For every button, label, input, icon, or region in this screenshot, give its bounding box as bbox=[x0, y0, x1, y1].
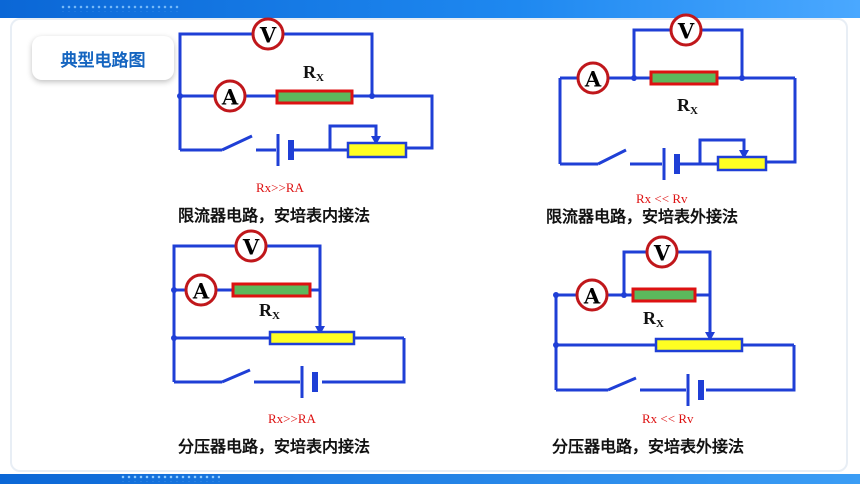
c3-switch bbox=[221, 368, 251, 384]
c3-caption: 分压器电路，安培表内接法 bbox=[178, 437, 370, 456]
c3-junction-rheo bbox=[171, 335, 177, 341]
title-badge: 典型电路图 bbox=[32, 36, 174, 80]
c1-ammeter bbox=[213, 79, 247, 113]
c2-rheostat bbox=[716, 155, 768, 172]
c1-ammeter-label: A bbox=[221, 85, 239, 110]
c1-condition: Rx>>RA bbox=[256, 180, 305, 195]
c4-caption: 分压器电路，安培表外接法 bbox=[552, 437, 744, 456]
footer-dot-pattern bbox=[120, 474, 220, 482]
c3-resistor-rx bbox=[231, 282, 312, 298]
c2-junction-right bbox=[739, 75, 745, 81]
c3-ammeter-label: A bbox=[192, 279, 210, 304]
footer-bar bbox=[0, 474, 860, 484]
c1-wire-right bbox=[372, 94, 434, 150]
header-dot-pattern bbox=[60, 4, 180, 12]
c4-ammeter bbox=[575, 278, 609, 312]
c4-slider-arrow bbox=[705, 332, 715, 341]
c2-ammeter-label: A bbox=[584, 67, 602, 92]
c4-voltmeter-label: V bbox=[653, 241, 671, 266]
c1-caption: 限流器电路，安培表内接法 bbox=[178, 206, 370, 225]
c3-junction-left bbox=[171, 287, 177, 293]
c2-resistor-rx bbox=[649, 70, 719, 86]
c4-condition: Rx << Rv bbox=[642, 411, 694, 426]
circuit-divider-external: V A RX Rx << Rv 分压器电路，安培表外接法 bbox=[552, 235, 796, 456]
title-badge-label: 典型电路图 bbox=[60, 50, 146, 71]
c1-rx-label: RX bbox=[303, 62, 324, 84]
c2-slider-arrow bbox=[739, 150, 749, 159]
c4-voltmeter bbox=[645, 235, 679, 269]
c4-junction-rheo bbox=[553, 342, 559, 348]
c4-switch bbox=[607, 376, 637, 392]
content-frame bbox=[10, 18, 848, 472]
c4-resistor-rx bbox=[631, 287, 697, 303]
c2-ammeter bbox=[576, 61, 610, 95]
c2-caption: 限流器电路，安培表外接法 bbox=[546, 207, 738, 226]
c1-rheostat bbox=[346, 141, 408, 159]
c1-junction-right bbox=[369, 93, 375, 99]
c4-rheostat bbox=[654, 337, 744, 353]
c3-voltmeter-label: V bbox=[242, 235, 260, 260]
c1-junction-left bbox=[177, 93, 183, 99]
c2-voltmeter bbox=[669, 13, 703, 47]
c2-condition: Rx << Rv bbox=[636, 191, 688, 206]
c1-switch bbox=[221, 134, 253, 152]
circuit-divider-internal: V A RX Rx>>RA 分压器电路，安培表内接法 bbox=[171, 229, 406, 456]
c1-voltmeter bbox=[251, 17, 285, 51]
c2-slider-wire bbox=[698, 138, 746, 164]
c4-wire-right bbox=[706, 345, 796, 392]
c2-junction-left bbox=[631, 75, 637, 81]
c4-junction-left bbox=[553, 292, 559, 298]
c3-ammeter bbox=[184, 273, 218, 307]
c1-slider-arrow bbox=[371, 136, 381, 145]
c3-condition: Rx>>RA bbox=[268, 411, 317, 426]
c3-slider-arrow bbox=[315, 326, 325, 335]
c4-rx-label: RX bbox=[643, 308, 664, 330]
c2-wire-right bbox=[766, 78, 797, 164]
c3-voltmeter bbox=[234, 229, 268, 263]
c3-wire-right bbox=[322, 338, 406, 384]
c1-voltmeter-label: V bbox=[259, 23, 277, 48]
circuit-limiter-internal: V A RX Rx>>RA 限流器电路，安培表内接法 bbox=[177, 17, 434, 225]
c1-resistor-rx bbox=[275, 89, 354, 105]
c3-rheostat bbox=[268, 330, 356, 346]
c2-rx-label: RX bbox=[677, 95, 698, 117]
c1-slider-wire bbox=[328, 124, 378, 150]
circuit-limiter-external: V A RX Rx << Rv 限流器电路，安培表外接法 bbox=[546, 13, 797, 226]
c2-voltmeter-label: V bbox=[677, 19, 695, 44]
header-bar bbox=[0, 0, 860, 18]
c3-rx-label: RX bbox=[259, 300, 280, 322]
c2-switch bbox=[597, 148, 627, 166]
c4-junction-mid bbox=[621, 292, 627, 298]
c4-ammeter-label: A bbox=[583, 284, 601, 309]
